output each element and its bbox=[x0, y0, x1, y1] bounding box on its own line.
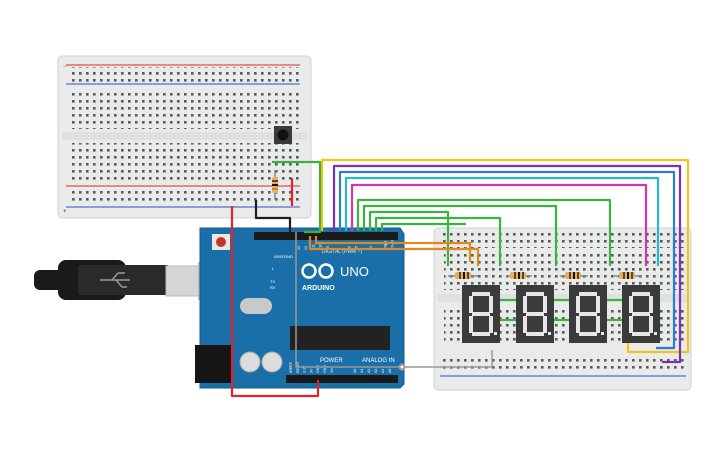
digital-pin-label-13: RX◀0 bbox=[391, 240, 395, 250]
power-pin-label-3: 5V bbox=[309, 368, 313, 373]
capacitor bbox=[239, 351, 261, 373]
power-pin-label-0: IOREF bbox=[289, 361, 293, 373]
power-pin-label-6: Vin bbox=[330, 368, 334, 373]
wire-purple bbox=[332, 164, 682, 364]
wire-green-5 bbox=[380, 222, 466, 231]
seven-segment-display-2 bbox=[516, 285, 554, 343]
analog-pin-label-3: A3 bbox=[374, 369, 378, 373]
wire-green-button bbox=[272, 160, 322, 234]
board-model: UNO bbox=[340, 264, 369, 279]
aref-label: AREF bbox=[274, 254, 285, 259]
analog-pin-label-2: A2 bbox=[367, 369, 371, 373]
power-pin-label-2: 3.3V bbox=[303, 365, 307, 373]
capacitor bbox=[261, 351, 283, 373]
wire-red-5v bbox=[230, 206, 320, 398]
led-l-label: L bbox=[272, 266, 275, 271]
crystal bbox=[240, 298, 272, 314]
digital-pin-label-1: 12 bbox=[304, 246, 308, 250]
seven-segment-display-3 bbox=[569, 285, 607, 343]
resistor-row bbox=[448, 272, 642, 279]
push-button[interactable] bbox=[274, 126, 292, 144]
segment-bus-wires bbox=[500, 298, 622, 322]
rx-label: RX bbox=[270, 285, 276, 290]
arduino-logo-icon bbox=[301, 263, 334, 279]
analog-pin-label-4: A4 bbox=[381, 369, 385, 373]
tx-label: TX bbox=[270, 279, 275, 284]
wire-black-gnd bbox=[254, 200, 292, 232]
digital-pin-label-0: 13 bbox=[297, 246, 301, 250]
power-jack bbox=[195, 345, 233, 383]
breadboard-small: − + bbox=[57, 55, 312, 219]
wire-magenta bbox=[350, 183, 648, 266]
power-analog-header bbox=[286, 375, 398, 383]
atmega-chip bbox=[290, 326, 390, 350]
wire-green-4 bbox=[374, 216, 502, 266]
wire-junction bbox=[398, 363, 406, 371]
resistor-pulldown bbox=[272, 170, 278, 200]
usb-icon bbox=[100, 272, 130, 288]
resistor-4 bbox=[614, 272, 642, 279]
seven-segment-display-4 bbox=[622, 285, 660, 343]
power-label: POWER bbox=[320, 358, 343, 364]
power-pin-label-5: GND bbox=[323, 365, 327, 373]
analog-pin-label-1: A1 bbox=[360, 369, 364, 373]
power-pin-label-4: GND bbox=[316, 365, 320, 373]
rail-plus-label: + bbox=[63, 209, 67, 215]
analog-label: ANALOG IN bbox=[362, 358, 395, 364]
usb-cable bbox=[34, 260, 212, 300]
wire-orange-1 bbox=[314, 236, 472, 262]
digital-pin-label-3: ~10 bbox=[319, 244, 323, 250]
seven-segment-displays bbox=[462, 285, 660, 343]
wire-green-3 bbox=[368, 210, 450, 266]
wire-blue bbox=[338, 170, 676, 350]
wire-orange-2 bbox=[308, 236, 480, 266]
board-brand: ARDUINO bbox=[302, 285, 335, 292]
digital-header-label: DIGITAL (PWM ~) bbox=[322, 249, 362, 255]
seven-segment-display-1 bbox=[462, 285, 500, 343]
rail-minus-label: − bbox=[63, 64, 67, 70]
digital-header bbox=[254, 232, 398, 240]
wire-cyan bbox=[344, 176, 660, 266]
wire-green-2 bbox=[362, 204, 558, 266]
resistor-2 bbox=[506, 272, 532, 279]
resistor-3 bbox=[560, 272, 588, 279]
reset-button[interactable] bbox=[212, 234, 230, 250]
digital-pin-label-2: ~11 bbox=[311, 244, 315, 250]
digital-pin-label-12: TX▶1 bbox=[383, 241, 387, 250]
wire-yellow bbox=[320, 158, 690, 354]
analog-pin-label-5: A5 bbox=[388, 369, 392, 373]
wire-green-1 bbox=[356, 198, 612, 266]
analog-pin-label-0: A0 bbox=[353, 369, 357, 373]
arduino-uno-board: UNO ARDUINO DIGITAL (PWM ~) POWER ANALOG… bbox=[195, 227, 405, 389]
wires bbox=[230, 158, 690, 398]
resistor-1 bbox=[448, 272, 478, 279]
gnd-label: GND bbox=[284, 254, 293, 259]
